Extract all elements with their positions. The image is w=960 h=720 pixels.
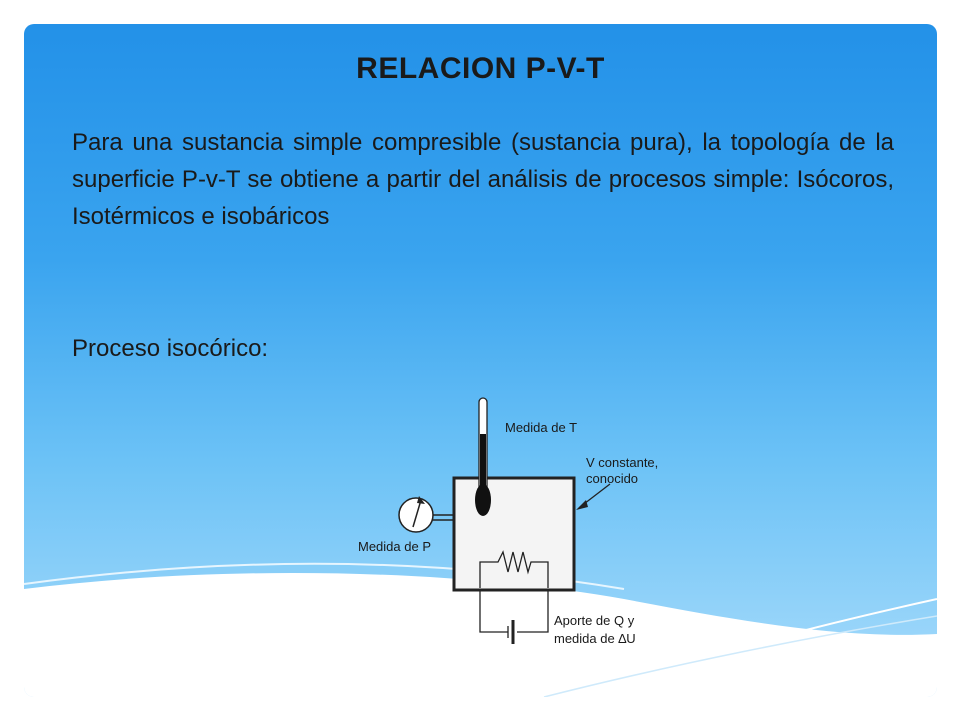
process-subheading: Proceso isocórico:: [72, 335, 269, 362]
volume-arrow: [576, 483, 611, 510]
heat-label-line1: Aporte de Q y: [554, 613, 635, 628]
heating-resistor: [479, 550, 549, 588]
pressure-gauge: [398, 496, 454, 533]
constant-volume-vessel: [452, 476, 576, 592]
heat-supply-circuit: [479, 588, 549, 644]
pressure-label: Medida de P: [358, 539, 431, 554]
body-paragraph: Para una sustancia simple compresible (s…: [72, 129, 894, 230]
slide-title: RELACION P-V-T: [356, 52, 605, 85]
thermometer: [475, 397, 491, 516]
volume-label-line2: conocido: [586, 471, 638, 486]
temperature-label: Medida de T: [505, 420, 577, 435]
heat-label-line2: medida de ∆U: [554, 631, 636, 646]
isochoric-process-diagram: Medida de T V constante, conocido Medida…: [358, 397, 658, 646]
volume-label-line1: V constante,: [586, 455, 658, 470]
